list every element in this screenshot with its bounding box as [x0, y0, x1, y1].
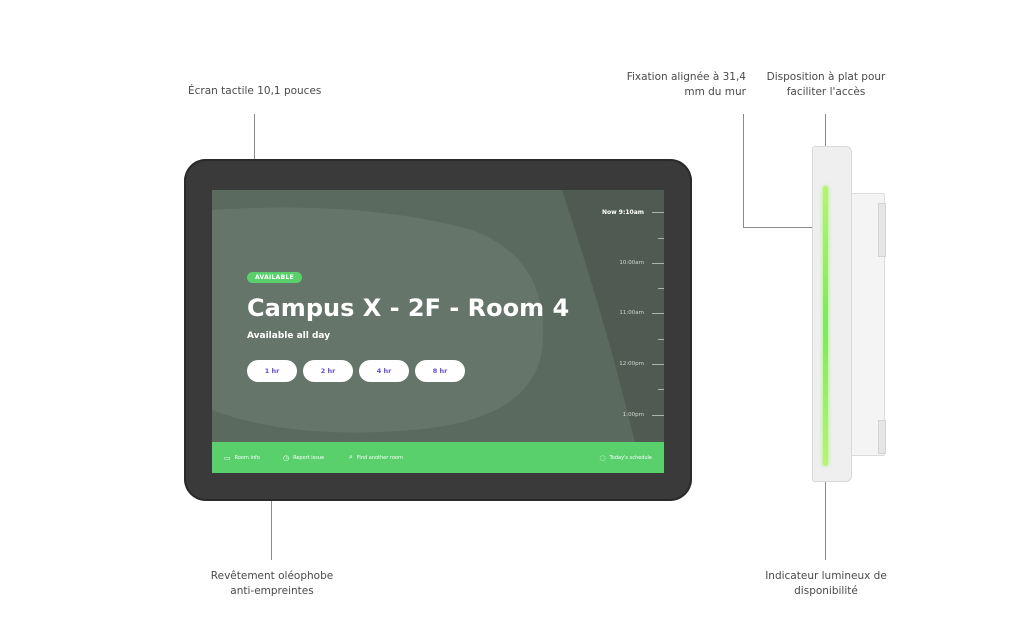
callout-mount-line2: mm du mur: [684, 86, 746, 98]
callout-indicator-line: [825, 466, 826, 560]
timeline-tick: [652, 415, 664, 416]
book-2hr-button[interactable]: 2 hr: [303, 360, 353, 382]
callout-mount-vline: [743, 114, 744, 227]
callout-mount-hline: [743, 227, 815, 228]
callout-touchscreen: Écran tactile 10,1 pouces: [188, 84, 321, 99]
callout-mount: Fixation alignée à 31,4 mm du mur: [616, 70, 746, 100]
book-1hr-button[interactable]: 1 hr: [247, 360, 297, 382]
timeline-tick: [658, 238, 664, 239]
report-issue-label: Report issue: [293, 454, 325, 461]
screen-background-shapes: [212, 190, 664, 473]
callout-coating-line: [271, 474, 272, 560]
search-icon: ⌕: [349, 453, 353, 461]
timeline-tick: [658, 339, 664, 340]
callout-indicator: Indicateur lumineux de disponibilité: [758, 569, 894, 599]
timeline-tick: [652, 364, 664, 365]
book-8hr-button[interactable]: 8 hr: [415, 360, 465, 382]
callout-flat: Disposition à plat pour faciliter l'accè…: [760, 70, 892, 100]
book-4hr-button[interactable]: 4 hr: [359, 360, 409, 382]
warning-icon: ◷: [283, 453, 290, 462]
info-card-icon: ▭: [224, 453, 231, 462]
callout-coating-line1: Revêtement oléophobe: [210, 570, 334, 582]
callout-flat-line: [825, 114, 826, 162]
timeline-now-label: Now 9:10am: [602, 209, 644, 216]
mount-step-lower: [878, 420, 886, 454]
callout-flat-line2: faciliter l'accès: [786, 86, 866, 98]
timeline-tick: [652, 263, 664, 264]
timeline-tick: [658, 389, 664, 390]
availability-text: Available all day: [247, 331, 331, 341]
find-room-label: Find another room: [356, 454, 403, 461]
room-info-button[interactable]: ▭ Room info: [224, 442, 260, 473]
callout-coating: Revêtement oléophobe anti-empreintes: [205, 569, 339, 599]
timeline-label: 11:00am: [619, 310, 644, 316]
room-title: Campus X - 2F - Room 4: [247, 294, 570, 322]
callout-flat-line1: Disposition à plat pour: [766, 71, 886, 83]
tablet-screen: AVAILABLE Campus X - 2F - Room 4 Availab…: [212, 190, 664, 473]
timeline-tick: [652, 313, 664, 314]
find-room-button[interactable]: ⌕ Find another room: [349, 442, 403, 473]
todays-schedule-label: Today's schedule: [609, 454, 652, 461]
report-issue-button[interactable]: ◷ Report issue: [283, 442, 324, 473]
callout-mount-line1: Fixation alignée à 31,4: [626, 71, 746, 83]
timeline-label: 10:00am: [619, 260, 644, 266]
callout-indicator-line1: Indicateur lumineux de: [765, 570, 887, 582]
timeline-tick: [652, 212, 664, 213]
timeline-label: 1:00pm: [622, 412, 644, 418]
status-badge: AVAILABLE: [247, 272, 303, 283]
mount-step-upper: [878, 203, 886, 257]
callout-coating-line2: anti-empreintes: [230, 585, 314, 597]
tablet-side-body: [812, 146, 852, 482]
room-info-label: Room info: [234, 454, 260, 461]
chat-bubble-icon: ◌: [599, 453, 606, 462]
availability-led-bar: [823, 186, 828, 466]
timeline-tick: [658, 288, 664, 289]
todays-schedule-button[interactable]: ◌ Today's schedule: [599, 442, 652, 473]
bottom-action-bar: ▭ Room info ◷ Report issue ⌕ Find anothe…: [212, 442, 664, 473]
callout-touchscreen-text: Écran tactile 10,1 pouces: [188, 85, 322, 97]
timeline-label: 12:00pm: [619, 361, 644, 367]
callout-indicator-line2: disponibilité: [794, 585, 858, 597]
